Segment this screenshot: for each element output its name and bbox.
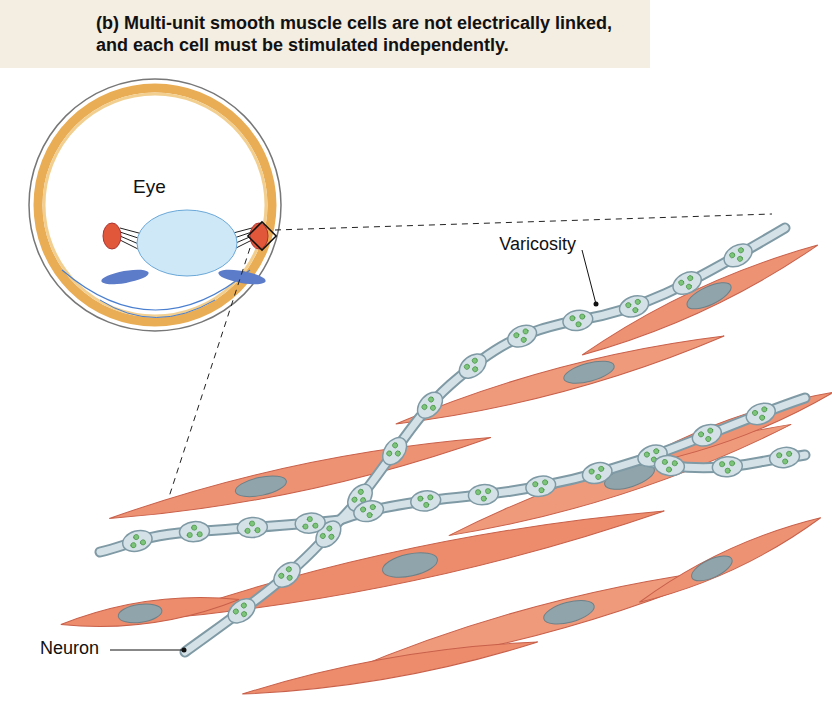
varicosity <box>524 474 557 499</box>
part-label: Varicosity <box>499 234 576 255</box>
varicosity <box>504 321 539 351</box>
varicosity <box>561 308 594 333</box>
varicosity <box>617 292 652 321</box>
varicosity <box>378 433 412 469</box>
varicosity <box>237 517 268 539</box>
varicosity <box>294 512 326 535</box>
varicosity <box>410 489 442 513</box>
varicosity <box>653 454 685 478</box>
structure-label: Eye <box>133 176 166 198</box>
varicosity <box>467 483 499 506</box>
varicosity <box>720 239 756 271</box>
varicosity <box>352 498 386 525</box>
varicosity <box>179 520 210 542</box>
varicosity <box>669 267 705 298</box>
leader-dot <box>182 648 187 653</box>
leader-line <box>582 250 596 304</box>
varicosity <box>120 527 154 555</box>
neuron <box>100 228 805 652</box>
varicosity <box>580 459 614 486</box>
varicosity <box>743 399 778 428</box>
varicosity <box>413 387 448 423</box>
leader-dot <box>594 302 599 307</box>
figure-title: (b) Multi-unit smooth muscle cells are n… <box>96 12 641 56</box>
leader-line <box>110 650 183 651</box>
varicosity <box>269 557 305 592</box>
zoom-line <box>168 248 250 500</box>
varicosity <box>689 420 724 450</box>
varicosity <box>711 455 743 478</box>
part-label: Neuron <box>40 638 99 659</box>
varicosity <box>224 594 260 628</box>
varicosity <box>455 349 491 383</box>
title-band <box>0 0 650 68</box>
zoom-line <box>275 214 772 230</box>
varicosity <box>768 445 801 469</box>
smooth-muscle-cells <box>59 235 832 704</box>
eye-figure <box>29 79 281 331</box>
